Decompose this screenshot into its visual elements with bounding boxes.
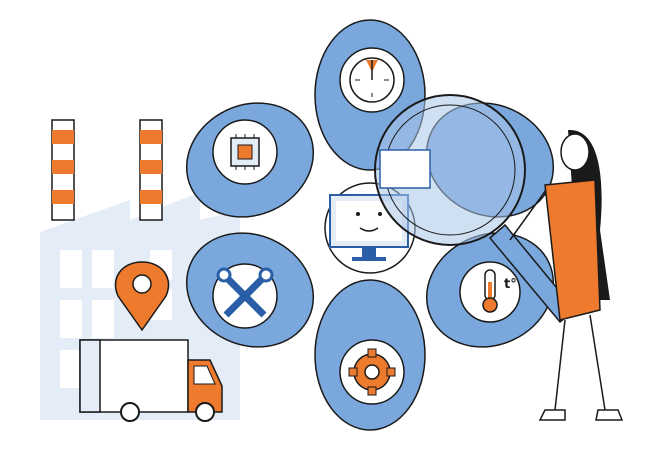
location-pin-icon bbox=[114, 261, 170, 332]
gauge-icon bbox=[339, 47, 405, 113]
person-icon bbox=[509, 129, 624, 421]
delivery-truck-icon bbox=[79, 339, 223, 422]
wrench-icon bbox=[212, 263, 278, 329]
thermometer-icon: t° bbox=[459, 261, 521, 323]
magnifier-icon bbox=[374, 94, 577, 324]
microchip-icon bbox=[212, 119, 278, 185]
gear-icon bbox=[339, 339, 405, 405]
chimney-icon bbox=[51, 119, 163, 221]
thermometer-label: t° bbox=[504, 277, 517, 292]
